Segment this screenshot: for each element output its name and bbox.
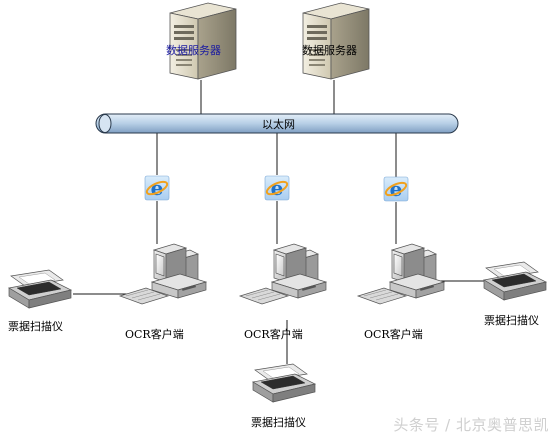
server-label-1: 数据服务器 bbox=[166, 44, 221, 57]
scanner-icon-1 bbox=[8, 269, 72, 309]
scanner-icon-2 bbox=[252, 363, 316, 403]
ethernet-bus bbox=[95, 113, 459, 134]
server-icon-2 bbox=[302, 2, 370, 80]
server-icon-1 bbox=[169, 2, 237, 80]
scanner-icon-3 bbox=[483, 261, 547, 301]
ie-icon-1 bbox=[144, 175, 170, 201]
scanner-label-3: 票据扫描仪 bbox=[484, 314, 539, 327]
network-label: 以太网 bbox=[262, 118, 295, 131]
client-label-2: OCR客户端 bbox=[244, 328, 303, 341]
server-label-2: 数据服务器 bbox=[302, 44, 357, 57]
client-label-1: OCR客户端 bbox=[125, 328, 184, 341]
computer-icon-2 bbox=[239, 243, 327, 305]
scanner-label-1: 票据扫描仪 bbox=[8, 320, 63, 333]
ie-icon-2 bbox=[264, 175, 290, 201]
ie-icon-3 bbox=[383, 176, 409, 202]
watermark: 头条号 / 北京奥普思凯 bbox=[393, 416, 549, 434]
computer-icon-3 bbox=[357, 243, 445, 305]
client-label-3: OCR客户端 bbox=[364, 328, 423, 341]
computer-icon-1 bbox=[119, 243, 207, 305]
scanner-label-2: 票据扫描仪 bbox=[251, 416, 306, 429]
